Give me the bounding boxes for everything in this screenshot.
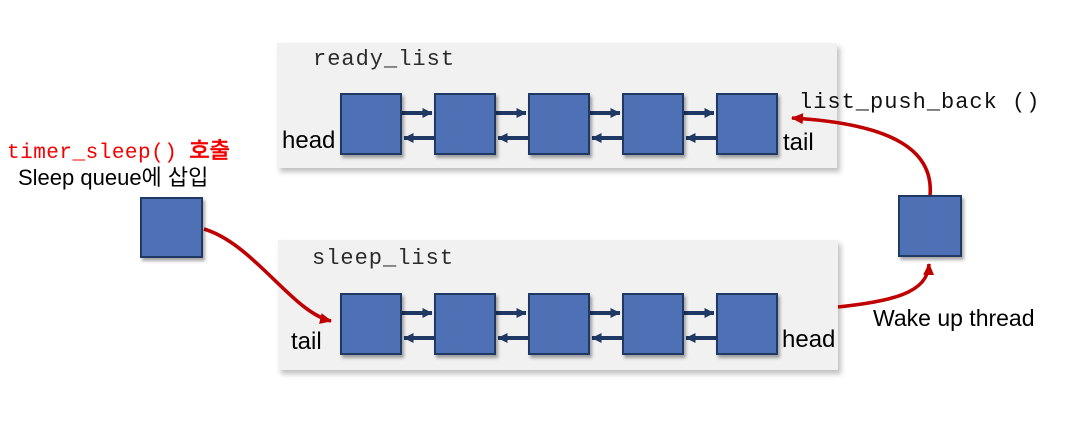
timer-sleep-code-text: timer_sleep(): [7, 142, 178, 165]
sleeping-thread-node: [140, 197, 203, 258]
wake-up-thread-annotation: Wake up thread: [873, 305, 1035, 331]
sleep-list-node: [434, 293, 496, 355]
sleep-queue-insert-annotation: Sleep queue에 삽입: [18, 165, 209, 190]
list-push-back-annotation: list_push_back (): [799, 90, 1041, 115]
sleep-list-node: [340, 293, 402, 355]
ready-list-node: [340, 93, 402, 155]
ready-list-node: [716, 93, 778, 155]
ready-list-node: [528, 93, 590, 155]
sleep-list-title: sleep_list: [312, 246, 455, 271]
ready-list-title: ready_list: [313, 47, 456, 72]
ready-list-head-label: head: [282, 127, 336, 154]
waking-thread-node: [898, 195, 962, 257]
sleep-list-head-label: head: [782, 326, 836, 353]
timer-sleep-korean-text: 호출: [189, 138, 230, 163]
sleep-list-node: [622, 293, 684, 355]
sleep-list-node: [716, 293, 778, 355]
ready-list-node: [434, 93, 496, 155]
sleep-list-node: [528, 293, 590, 355]
timer-sleep-call-annotation: timer_sleep() 호출: [7, 139, 230, 165]
sleep-list-tail-label: tail: [291, 328, 322, 355]
ready-list-tail-label: tail: [783, 129, 814, 156]
ready-list-node: [622, 93, 684, 155]
flow-arrow-wake-up-thread: [837, 263, 935, 309]
